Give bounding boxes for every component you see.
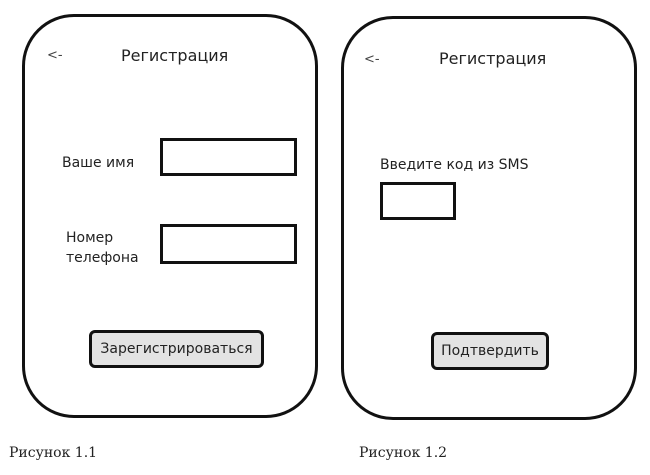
confirm-button[interactable]: Подтвердить	[431, 332, 549, 370]
screen-title: Регистрация	[439, 49, 547, 68]
screen-title: Регистрация	[121, 46, 229, 65]
sms-code-label: Введите код из SMS	[380, 157, 529, 173]
name-label: Ваше имя	[62, 155, 135, 171]
sms-code-input[interactable]	[380, 182, 456, 220]
figure-caption: Рисунок 1.1	[9, 445, 98, 461]
register-button[interactable]: Зарегистрироваться	[89, 330, 264, 368]
phone-frame-registration: <- Регистрация Ваше имя Номер телефона З…	[22, 14, 318, 418]
name-input[interactable]	[160, 138, 297, 176]
phone-frame-sms-confirmation: <- Регистрация Введите код из SMS Подтве…	[341, 16, 637, 420]
back-arrow-icon[interactable]: <-	[47, 48, 63, 63]
back-arrow-icon[interactable]: <-	[364, 52, 380, 67]
figure-caption: Рисунок 1.2	[359, 445, 448, 461]
phone-input[interactable]	[160, 224, 297, 264]
phone-label: Номер телефона	[66, 230, 139, 266]
